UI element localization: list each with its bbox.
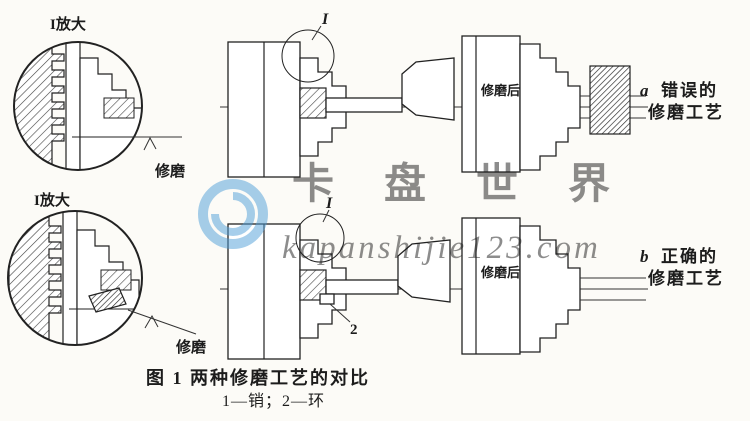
annotation-b: b 正确的 修磨工艺 <box>640 246 724 288</box>
pin-section-top <box>299 87 327 119</box>
tailstock-tool-bottom <box>397 239 451 303</box>
assembly-bottom: I 2 修磨后 <box>220 195 648 360</box>
section-marker-bottom: I <box>325 195 333 212</box>
hatched-tool-block-top <box>589 65 631 135</box>
detail-top-content <box>14 42 142 170</box>
tailstock-tool-top <box>401 57 455 121</box>
detail-bottom-callout-label: 修磨 <box>175 338 207 356</box>
right-chuck-jaws-bottom <box>519 225 581 353</box>
shaft-bottom <box>325 279 399 295</box>
section-callout-leader-top <box>311 25 322 41</box>
detail-bottom-content <box>8 211 142 345</box>
right-chuck-body-top <box>461 35 521 173</box>
detail-bottom-label: I放大 <box>34 191 70 209</box>
detail-top-circle <box>13 41 143 171</box>
detail-top-arrow-icon <box>143 136 157 151</box>
annotation-a: a 错误的 修磨工艺 <box>640 80 724 122</box>
annotation-a-line1: 错误的 <box>661 80 718 100</box>
right-chuck-body-bottom <box>461 217 521 355</box>
shaft-top <box>325 97 403 113</box>
caption-line2: 1—销；2—环 <box>222 392 325 410</box>
section-marker-top: I <box>321 11 329 28</box>
assembly-top: I 修磨后 <box>220 11 648 178</box>
detail-bottom-arrow-icon <box>144 314 159 329</box>
after-grinding-label-top: 修磨后 <box>480 83 520 98</box>
right-chuck-jaws-top <box>519 43 581 171</box>
grinding-tool-wedge <box>88 287 127 313</box>
detail-bottom-leader-line <box>127 309 197 335</box>
section-callout-circle-top <box>281 29 335 83</box>
watermark-url-text: kapanshijie123.com <box>282 230 601 266</box>
ring-part-bottom <box>319 293 335 305</box>
watermark-brand-text: 卡盘世界 <box>292 161 660 208</box>
detail-view-top: I放大 修磨 <box>13 15 186 180</box>
annotation-b-line1: 正确的 <box>661 246 718 266</box>
detail-top-callout-label: 修磨 <box>154 162 186 180</box>
section-callout-circle-bottom <box>295 213 345 263</box>
part2-leader-line <box>329 303 351 323</box>
caption-line1: 图 1 两种修磨工艺的对比 <box>146 367 370 388</box>
detail-top-label: I放大 <box>50 15 86 33</box>
part2-marker: 2 <box>350 322 358 338</box>
watermark-logo-swirl-icon <box>211 192 255 236</box>
annotation-b-letter: b <box>640 247 649 266</box>
figure-caption: 图 1 两种修磨工艺的对比 1—销；2—环 <box>146 367 370 410</box>
section-callout-leader-bottom <box>322 209 330 223</box>
detail-view-bottom: I放大 修磨 <box>7 191 207 356</box>
annotation-b-line2: 修磨工艺 <box>647 268 724 288</box>
watermark: 卡盘世界 kapanshijie123.com <box>198 161 660 266</box>
detail-bottom-circle <box>7 210 143 346</box>
annotation-a-letter: a <box>640 81 649 100</box>
after-grinding-label-bottom: 修磨后 <box>480 265 520 280</box>
watermark-logo-icon <box>198 179 268 249</box>
annotation-a-line2: 修磨工艺 <box>647 102 724 122</box>
